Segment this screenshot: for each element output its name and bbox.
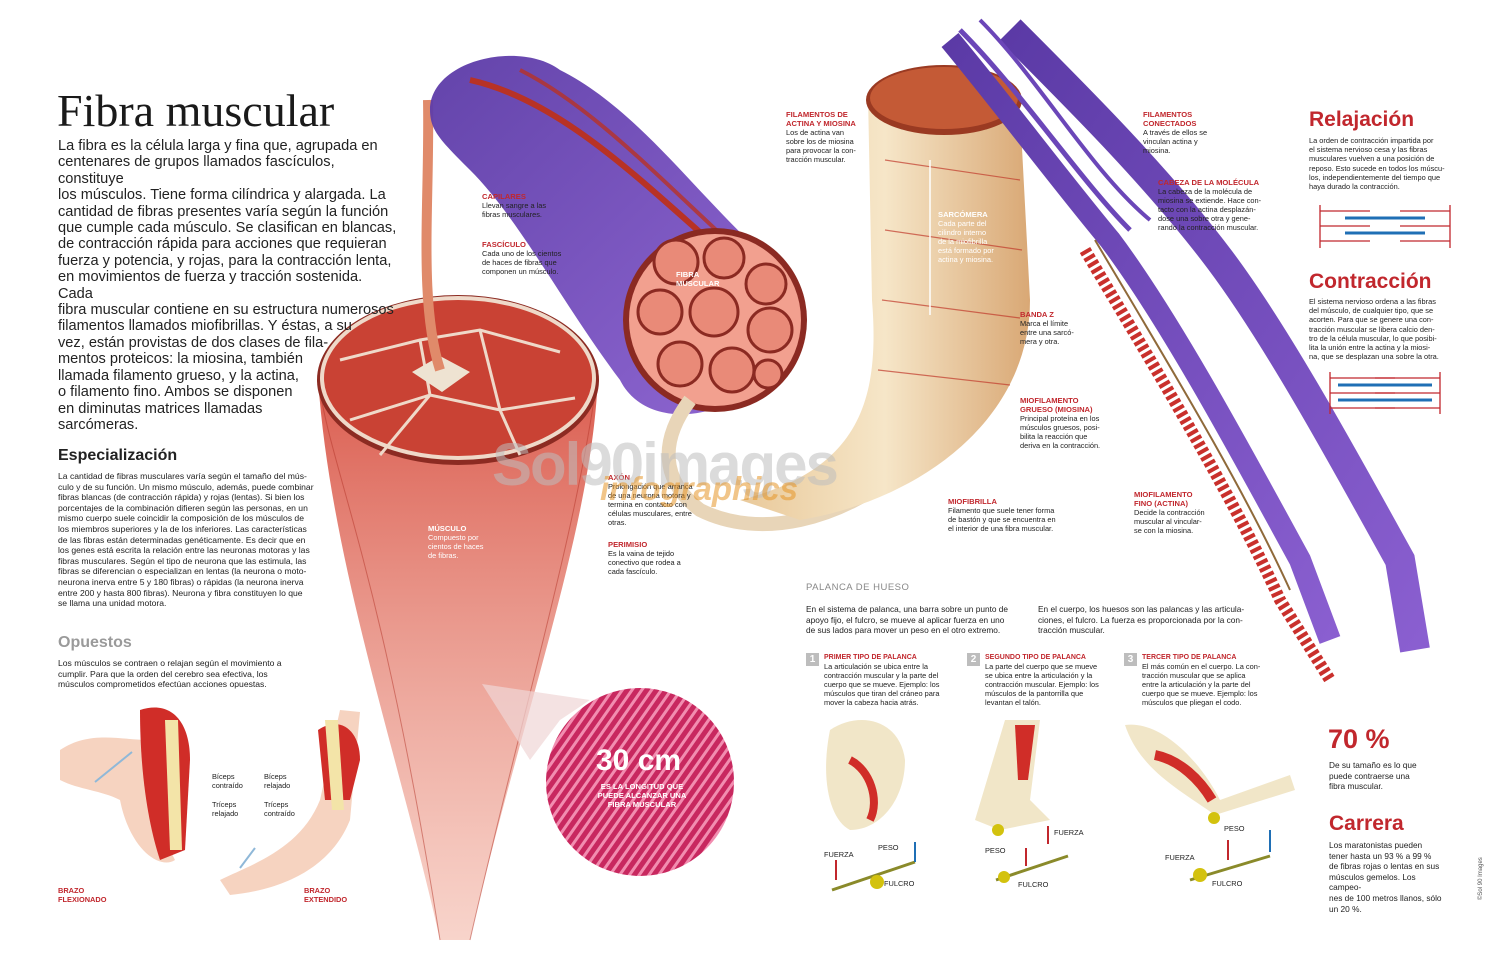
lever-type-2-number: 2 [967,653,980,666]
relaxed-sarcomere-diagram [1312,203,1458,248]
flexed-arm [60,707,190,863]
page-title: Fibra muscular [57,85,335,136]
muscle-cone [317,99,599,941]
extended-arm [220,710,360,895]
palanca-intro-left: En el sistema de palanca, una barra sobr… [806,604,1009,636]
lever-type-1-number: 1 [806,653,819,666]
palanca-intro-right: En el cuerpo, los huesos son las palanca… [1038,604,1245,636]
lever-type-1-diagram [826,720,916,892]
lever3-fuerza-label: FUERZA [1165,853,1195,862]
lever-type-3-number: 3 [1124,653,1137,666]
lever3-peso-label: PESO [1224,824,1245,833]
lever1-fuerza-label: FUERZA [824,850,854,859]
opuestos-text: Los músculos se contraen o relajan según… [58,658,282,690]
palanca-heading: PALANCA DE HUESO [806,582,910,593]
carrera-heading: Carrera [1329,812,1404,835]
contraccion-heading: Contracción [1309,270,1432,293]
lever-type-3-diagram [1125,724,1295,882]
especializacion-text: La cantidad de fibras musculares varía s… [58,471,314,609]
filaments [941,18,1430,684]
watermark-logo: Sol90images [492,431,839,498]
lever-type-1: 1 PRIMER TIPO DE PALANCA La articulación… [806,653,966,707]
lever1-fulcro-label: FULCRO [884,879,915,888]
lever3-fulcro-label: FULCRO [1212,879,1243,888]
lever1-peso-label: PESO [878,843,899,852]
lever-type-2: 2 SEGUNDO TIPO DE PALANCA La parte del c… [967,653,1127,707]
lever-type-2-diagram [975,720,1069,883]
relajacion-heading: Relajación [1309,108,1415,131]
lever2-fulcro-label: FULCRO [1018,880,1049,889]
fiber-length-circle [482,684,736,878]
intro-paragraph: La fibra es la célula larga y fina que, … [58,138,397,433]
fascicle-tube [430,55,905,532]
fiber-length-value: 30 cm [596,744,682,777]
lever2-peso-label: PESO [985,846,1006,855]
opuestos-heading: Opuestos [58,634,132,651]
label-miofibrilla: MIOFIBRILLA Filamento que suele tener fo… [948,497,1056,533]
especializacion-heading: Especialización [58,447,178,464]
percent-value: 70 % [1328,724,1390,754]
lever-type-3: 3 TERCER TIPO DE PALANCA El más común en… [1124,653,1284,707]
credit-text: ©Sol 90 Images [1478,857,1484,900]
contracted-sarcomere-diagram [1329,372,1441,414]
lever2-fuerza-label: FUERZA [1054,828,1084,837]
label-cabeza-molecula: CABEZA DE LA MOLÉCULA La cabeza de la mo… [1158,178,1262,232]
watermark-subtitle: infographics [600,470,799,507]
